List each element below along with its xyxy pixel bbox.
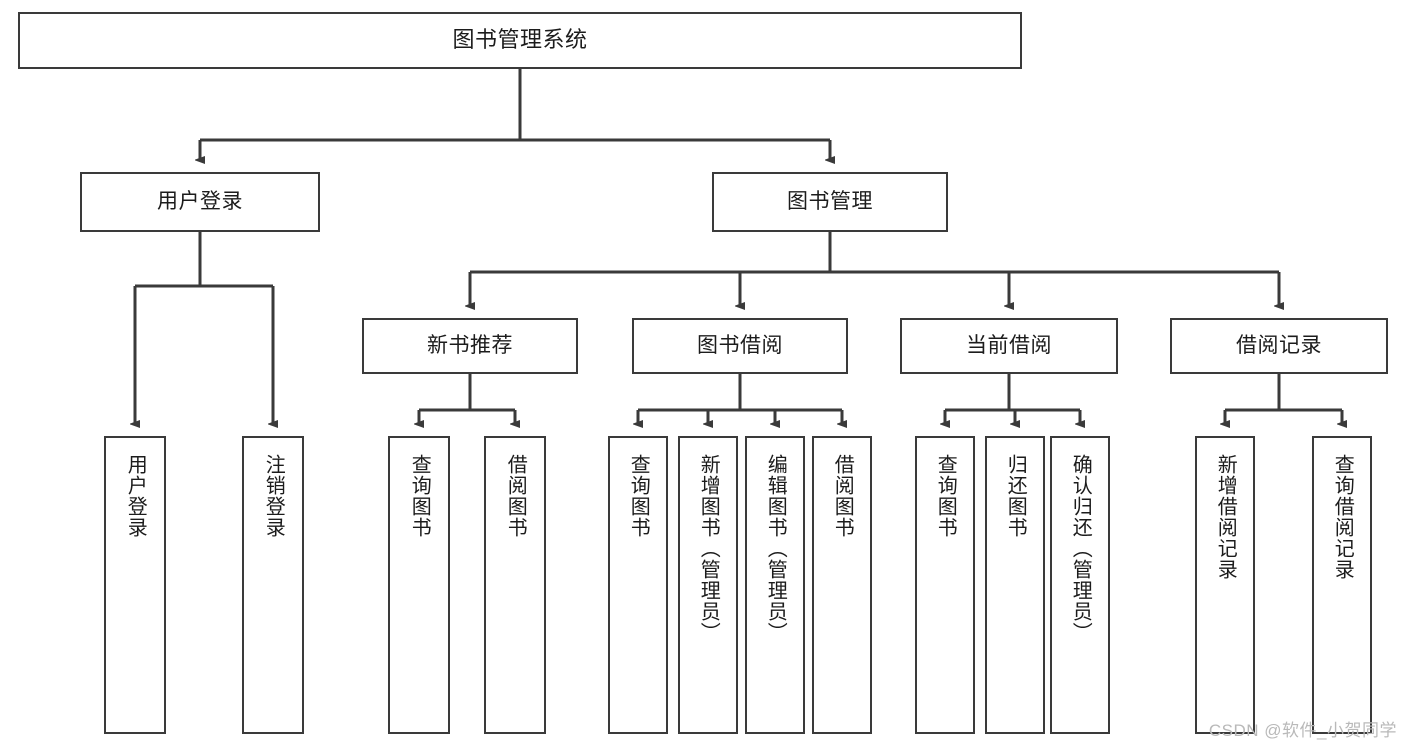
node-leaf-query-book-3-label: 查询图书	[934, 454, 957, 538]
node-leaf-query-book-1-label: 查询图书	[408, 454, 431, 538]
node-user-login-label: 用户登录	[157, 190, 243, 214]
node-leaf-borrow-book-1[interactable]: 借阅图书	[484, 436, 546, 734]
node-leaf-logout-label: 注销登录	[262, 454, 285, 538]
node-current-borrow[interactable]: 当前借阅	[900, 318, 1118, 374]
node-leaf-logout[interactable]: 注销登录	[242, 436, 304, 734]
node-leaf-add-book[interactable]: 新增图书（管理员）	[678, 436, 738, 734]
node-book-manage-label: 图书管理	[787, 190, 873, 214]
node-book-borrow-label: 图书借阅	[697, 334, 783, 358]
node-leaf-query-book-2-label: 查询图书	[627, 454, 650, 538]
node-user-login[interactable]: 用户登录	[80, 172, 320, 232]
node-new-book-rec[interactable]: 新书推荐	[362, 318, 578, 374]
node-leaf-user-login[interactable]: 用户登录	[104, 436, 166, 734]
node-leaf-confirm-return[interactable]: 确认归还（管理员）	[1050, 436, 1110, 734]
node-borrow-record[interactable]: 借阅记录	[1170, 318, 1388, 374]
node-book-borrow[interactable]: 图书借阅	[632, 318, 848, 374]
node-root[interactable]: 图书管理系统	[18, 12, 1022, 69]
node-leaf-query-record-label: 查询借阅记录	[1331, 454, 1354, 580]
node-leaf-borrow-book-2-label: 借阅图书	[831, 454, 854, 538]
node-leaf-return-book-label: 归还图书	[1004, 454, 1027, 538]
node-leaf-add-record-label: 新增借阅记录	[1214, 454, 1237, 580]
node-leaf-return-book[interactable]: 归还图书	[985, 436, 1045, 734]
watermark: CSDN @软件_小贺同学	[1208, 721, 1397, 740]
node-leaf-user-login-label: 用户登录	[124, 454, 147, 538]
node-leaf-edit-book-label: 编辑图书（管理员）	[764, 454, 787, 643]
node-leaf-add-book-label: 新增图书（管理员）	[697, 454, 720, 643]
node-leaf-borrow-book-1-label: 借阅图书	[504, 454, 527, 538]
node-new-book-rec-label: 新书推荐	[427, 334, 513, 358]
node-leaf-edit-book[interactable]: 编辑图书（管理员）	[745, 436, 805, 734]
node-leaf-query-record[interactable]: 查询借阅记录	[1312, 436, 1372, 734]
node-leaf-query-book-1[interactable]: 查询图书	[388, 436, 450, 734]
node-current-borrow-label: 当前借阅	[966, 334, 1052, 358]
node-borrow-record-label: 借阅记录	[1236, 334, 1322, 358]
node-root-label: 图书管理系统	[452, 27, 588, 53]
node-leaf-confirm-return-label: 确认归还（管理员）	[1069, 454, 1092, 643]
node-book-manage[interactable]: 图书管理	[712, 172, 948, 232]
node-leaf-borrow-book-2[interactable]: 借阅图书	[812, 436, 872, 734]
node-leaf-query-book-3[interactable]: 查询图书	[915, 436, 975, 734]
node-leaf-add-record[interactable]: 新增借阅记录	[1195, 436, 1255, 734]
node-leaf-query-book-2[interactable]: 查询图书	[608, 436, 668, 734]
